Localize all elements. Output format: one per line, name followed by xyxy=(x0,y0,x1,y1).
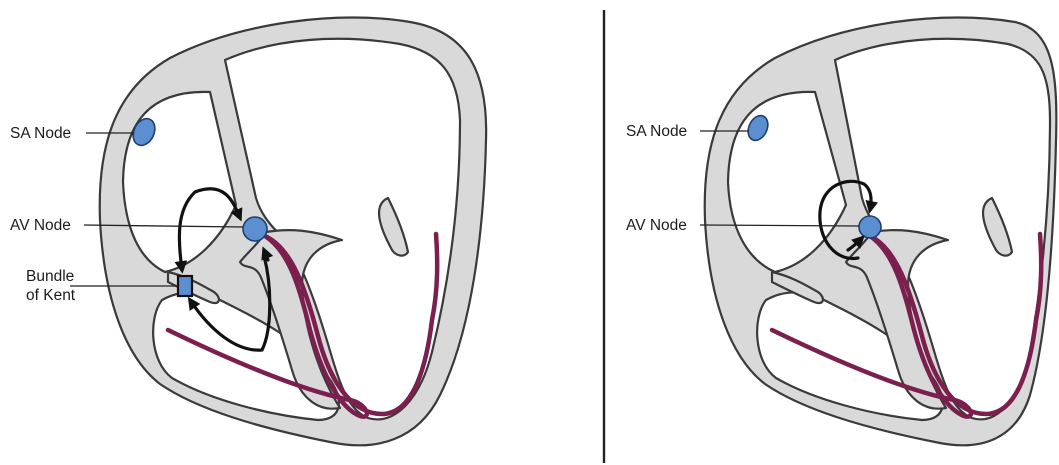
sa-node-label: SA Node xyxy=(10,125,71,142)
right-panel-avnrt: SA Node AV Node xyxy=(626,18,1056,446)
bundle-of-kent xyxy=(178,276,192,296)
av-node xyxy=(859,216,881,238)
bundle-of-kent-label-line1: Bundle xyxy=(26,268,74,285)
av-node-label: AV Node xyxy=(626,217,687,234)
av-node-label: AV Node xyxy=(10,217,71,234)
left-panel-wpw: SA Node AV Node Bundle of Kent xyxy=(10,18,486,446)
heart-outline xyxy=(100,18,486,446)
bundle-of-kent-label-line2: of Kent xyxy=(26,287,76,304)
sa-node-label: SA Node xyxy=(626,123,687,140)
av-node xyxy=(243,217,267,241)
